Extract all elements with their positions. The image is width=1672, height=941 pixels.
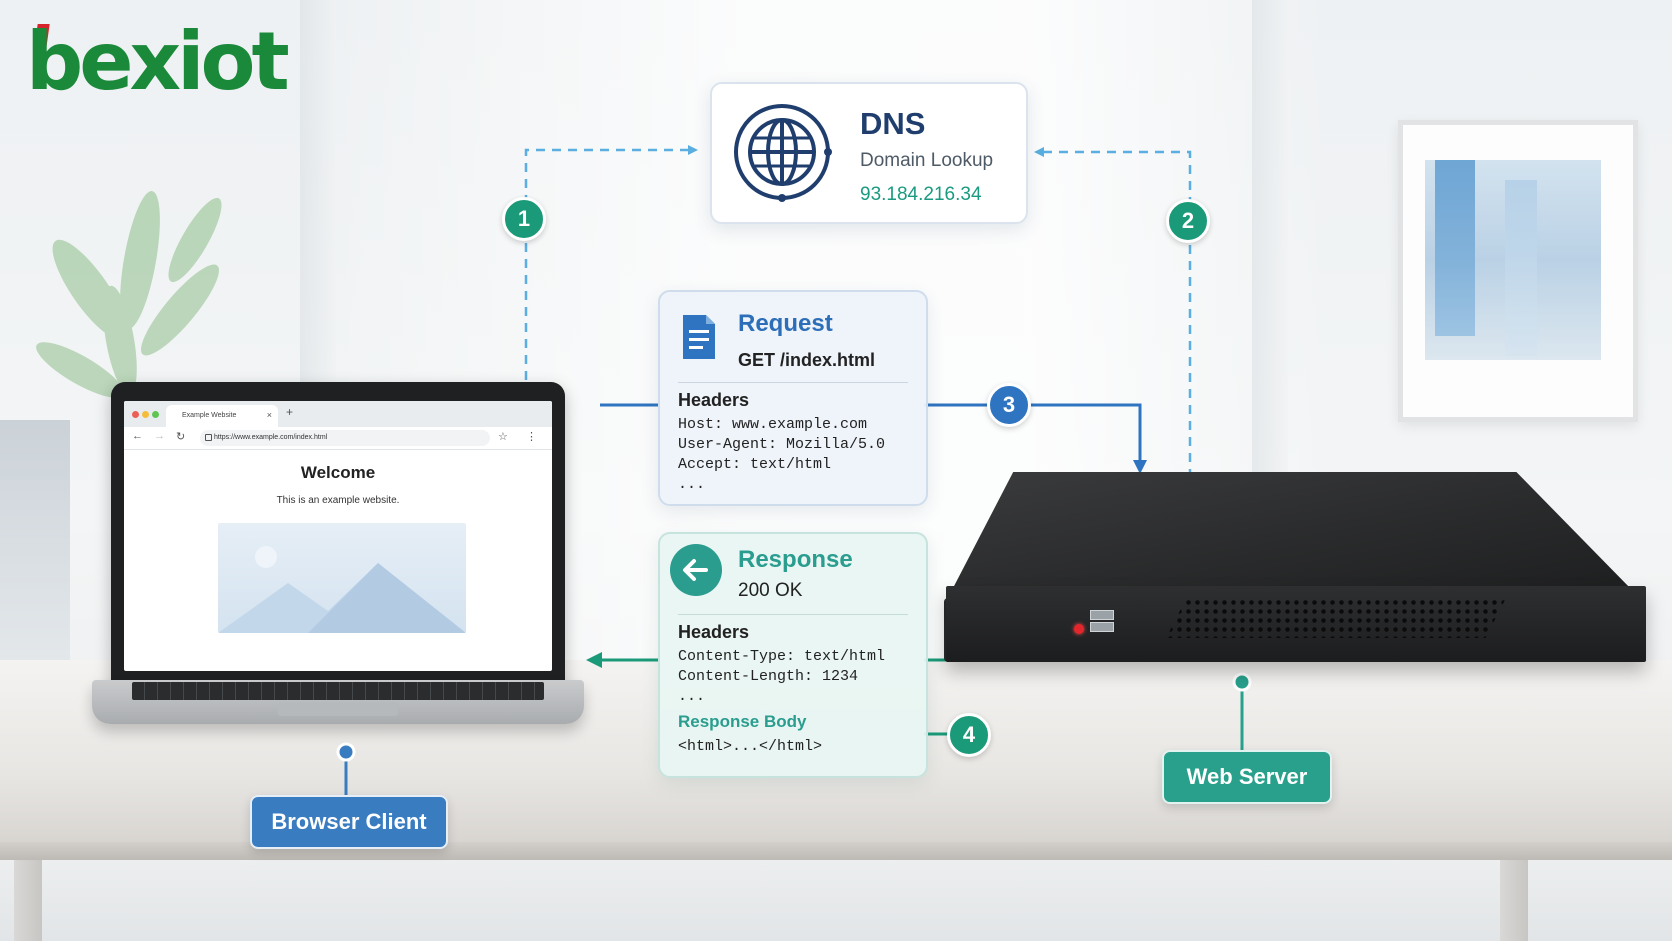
response-header-content-type: Content-Type: text/html	[678, 648, 885, 665]
browser-tab[interactable]: Example Website ×	[166, 405, 278, 427]
dns-ip-address: 93.184.216.34	[860, 184, 982, 206]
server-connector-dot	[1234, 674, 1250, 690]
reload-icon[interactable]: ↻	[176, 430, 185, 443]
window-minimize-dot[interactable]	[142, 411, 149, 418]
request-header-accept: Accept: text/html	[678, 456, 831, 473]
web-server	[946, 586, 1646, 662]
request-line: GET /index.html	[738, 350, 875, 371]
new-tab-icon[interactable]: +	[286, 405, 293, 419]
placeholder-image	[218, 523, 466, 633]
request-header-user-agent: User-Agent: Mozilla/5.0	[678, 436, 885, 453]
laptop-trackpad	[278, 702, 398, 716]
request-card: Request GET /index.html Headers Host: ww…	[658, 290, 928, 506]
request-header-ellipsis: ...	[678, 476, 705, 493]
response-divider	[678, 614, 908, 615]
tab-close-icon[interactable]: ×	[267, 410, 272, 420]
laptop-screen: Example Website × + ← → ↻ https://www.ex…	[124, 401, 552, 671]
address-bar[interactable]: https://www.example.com/index.html	[200, 430, 490, 446]
usb-port-icon	[1090, 622, 1114, 632]
dns-subtitle: Domain Lookup	[860, 150, 993, 172]
response-header-content-length: Content-Length: 1234	[678, 668, 858, 685]
forward-icon[interactable]: →	[154, 430, 165, 442]
back-icon[interactable]: ←	[132, 430, 143, 442]
response-header-ellipsis: ...	[678, 688, 705, 705]
page-heading: Welcome	[124, 463, 552, 483]
window-maximize-dot[interactable]	[152, 411, 159, 418]
response-title: Response	[738, 546, 853, 574]
step-badge-1: 1	[502, 197, 546, 241]
request-header-host: Host: www.example.com	[678, 416, 867, 433]
dns-title: DNS	[860, 106, 925, 142]
step-badge-2: 2	[1166, 199, 1210, 243]
address-url: https://www.example.com/index.html	[214, 434, 327, 441]
response-status: 200 OK	[738, 580, 802, 602]
laptop-base	[92, 680, 584, 724]
server-chassis-top	[952, 472, 1632, 590]
page-text: This is an example website.	[124, 495, 552, 506]
request-title: Request	[738, 310, 833, 338]
request-divider	[678, 382, 908, 383]
browser-client-label: Browser Client	[250, 795, 448, 849]
globe-icon	[732, 102, 832, 202]
request-headers-label: Headers	[678, 390, 749, 411]
window-close-dot[interactable]	[132, 411, 139, 418]
laptop-keyboard	[132, 682, 544, 700]
dns-register-line	[1036, 152, 1190, 494]
step-badge-3: 3	[987, 383, 1031, 427]
server-vent	[1166, 598, 1506, 638]
response-headers-label: Headers	[678, 622, 749, 643]
lock-icon	[205, 434, 212, 441]
response-body: <html>...</html>	[678, 738, 822, 755]
usb-port-icon	[1090, 610, 1114, 620]
client-connector-dot	[338, 744, 354, 760]
step-badge-4: 4	[947, 713, 991, 757]
web-server-label: Web Server	[1162, 750, 1332, 804]
request-line-right	[924, 405, 1140, 470]
dns-card: DNS Domain Lookup 93.184.216.34	[710, 82, 1028, 224]
response-body-label: Response Body	[678, 712, 806, 732]
document-icon	[680, 312, 718, 362]
laptop: Example Website × + ← → ↻ https://www.ex…	[111, 382, 565, 690]
browser-toolbar: ← → ↻ https://www.example.com/index.html…	[124, 427, 552, 450]
response-card: Response 200 OK Headers Content-Type: te…	[658, 532, 928, 778]
browser-tab-title: Example Website	[182, 412, 236, 419]
power-button-icon[interactable]	[1074, 624, 1084, 634]
bookmark-star-icon[interactable]: ☆	[498, 430, 508, 443]
browser-tab-bar: Example Website × +	[124, 401, 552, 427]
menu-dots-icon[interactable]: ⋮	[526, 430, 537, 443]
mountain-image-icon	[218, 523, 466, 633]
back-arrow-icon	[670, 544, 722, 596]
